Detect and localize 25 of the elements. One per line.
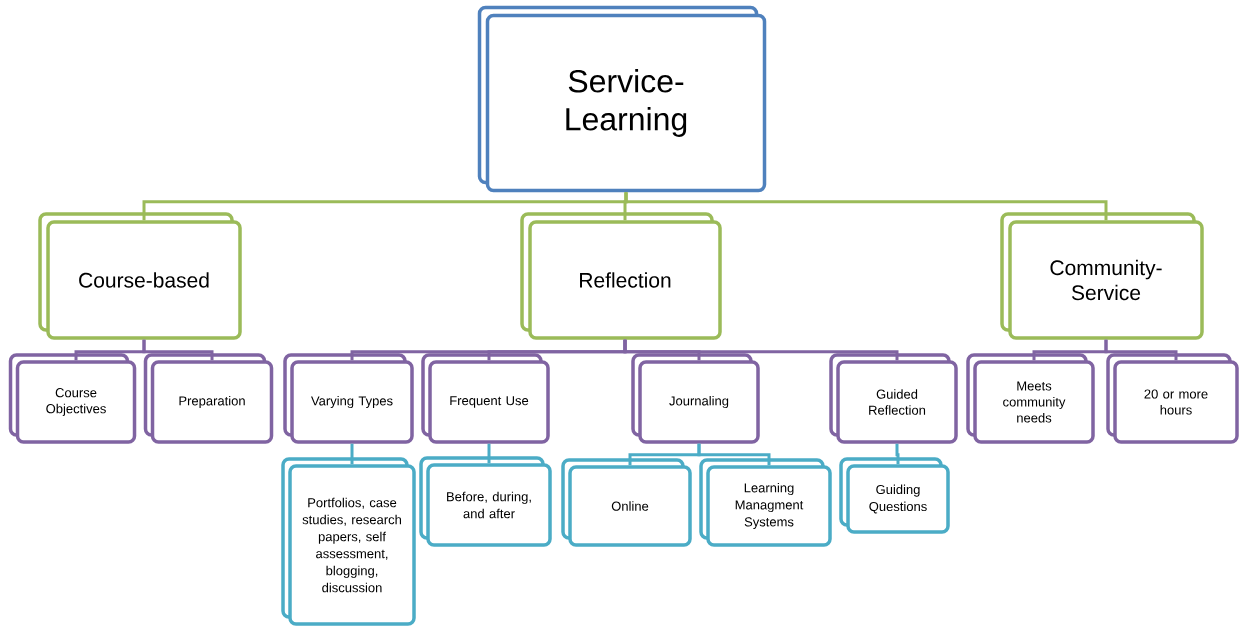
- connector-line: [487, 443, 491, 464]
- detail-box: Guiding Questions: [839, 457, 950, 534]
- connector-line: [1104, 339, 1178, 361]
- connector-line: [624, 192, 1108, 221]
- category-box: Community-Service: [1000, 212, 1204, 340]
- connector-line: [142, 339, 214, 361]
- subcategory-box: Course Objectives: [8, 353, 137, 444]
- subcategory-box: Preparation: [143, 353, 274, 444]
- subcategory-box: Guided Reflection: [829, 353, 958, 444]
- connector-line: [623, 339, 899, 361]
- connector-line: [895, 443, 900, 465]
- detail-box: Portfolios, case studies, research papers, self assessment, blogging, discussion: [281, 457, 416, 626]
- detail-box: Learning Managment Systems: [699, 458, 832, 547]
- subcategory-box: Varying Types: [283, 353, 414, 444]
- title-box: Service-Learning: [477, 5, 767, 193]
- category-box: Reflection: [520, 212, 722, 340]
- connector-line: [697, 443, 771, 466]
- subcategory-box: 20 or more hours: [1106, 353, 1239, 444]
- subcategory-box: Meets community needs: [966, 353, 1095, 444]
- subcategory-box: Journaling: [631, 353, 760, 444]
- detail-box: Before, during, and after: [419, 456, 552, 547]
- category-box: Course-based: [38, 212, 242, 340]
- detail-box: Online: [561, 458, 692, 547]
- subcategory-box: Frequent Use: [421, 353, 550, 444]
- connector-line: [350, 443, 354, 465]
